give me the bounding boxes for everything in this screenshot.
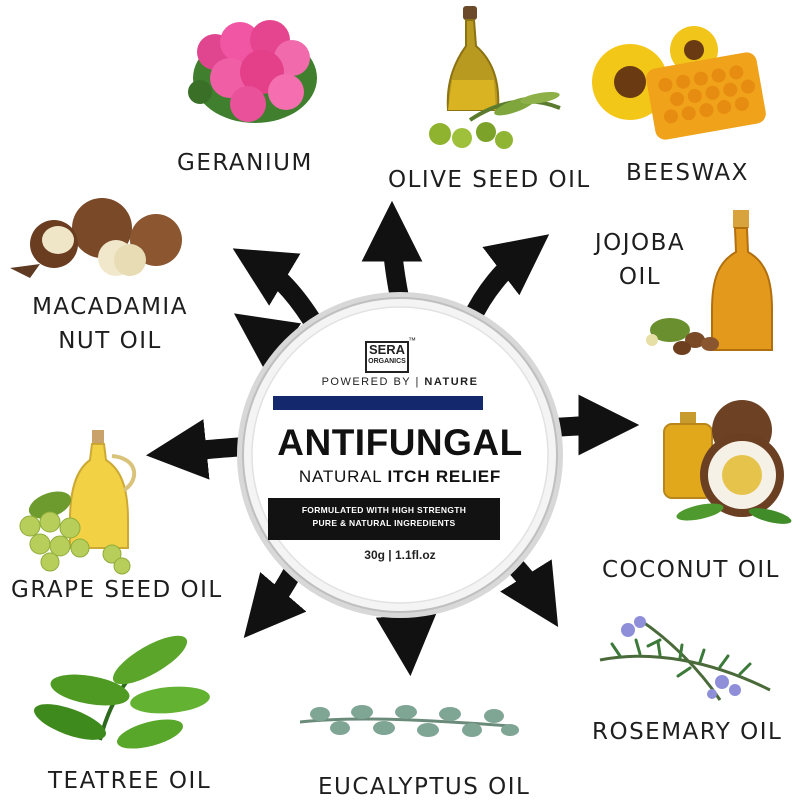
band-line-1: FORMULATED WITH HIGH STRENGTH (301, 505, 467, 515)
band-line-2: PURE & NATURAL INGREDIENTS (312, 518, 456, 528)
coconut-icon (663, 400, 792, 524)
label-macadamia-line2: NUT OIL (58, 328, 162, 354)
trademark-mark: ™ (408, 336, 416, 345)
olive-oil-bottle-icon (429, 6, 561, 149)
powered-by-separator: | (415, 376, 420, 388)
subtitle-natural: NATURAL (298, 467, 382, 486)
brand-name-top: SERA (368, 342, 406, 357)
honeycomb-sunflower-icon (592, 26, 766, 140)
label-beeswax: BEESWAX (626, 160, 749, 186)
label-jojoba-oil: JOJOBA OIL (590, 226, 690, 294)
label-rosemary-oil: ROSEMARY OIL (592, 719, 783, 745)
navy-stripe (273, 396, 483, 410)
label-geranium: GERANIUM (177, 150, 313, 176)
label-teatree-oil: TEATREE OIL (48, 768, 212, 794)
label-coconut-oil: COCONUT OIL (602, 557, 780, 583)
product-title: ANTIFUNGAL (277, 422, 523, 463)
ingredient-band (268, 498, 500, 540)
powered-by-text: POWERED BY (321, 376, 411, 388)
brand-logo: SERA ORGANICS (366, 342, 408, 368)
eucalyptus-branch-icon (299, 705, 519, 737)
product-size: 30g | 1.1fl.oz (364, 548, 436, 562)
label-macadamia-line1: MACADAMIA (32, 294, 188, 320)
label-grape-seed-oil: GRAPE SEED OIL (11, 577, 223, 603)
brand-name-bottom: ORGANICS (368, 358, 406, 365)
label-jojoba-line2: OIL (618, 264, 662, 290)
brand-box (365, 341, 409, 373)
grape-oil-bottle-icon (19, 430, 137, 575)
subtitle-itch-relief: ITCH RELIEF (387, 467, 502, 486)
nature-text: NATURE (424, 376, 479, 388)
jojoba-oil-bottle-icon (646, 210, 773, 355)
powered-by-line: POWERED BY | NATURE (290, 376, 510, 388)
label-eucalyptus-oil: EUCALYPTUS OIL (318, 774, 531, 800)
product-tin (237, 292, 563, 618)
label-macadamia-nut-oil: MACADAMIA NUT OIL (20, 290, 200, 358)
geranium-flower-icon (188, 20, 317, 123)
macadamia-nuts-icon (10, 198, 182, 278)
label-jojoba-line1: JOJOBA (594, 230, 686, 256)
label-olive-seed-oil: OLIVE SEED OIL (388, 167, 591, 193)
band-text: FORMULATED WITH HIGH STRENGTH PURE & NAT… (268, 504, 500, 530)
tea-leaves-icon (34, 635, 210, 749)
rosemary-sprig-icon (599, 616, 771, 701)
arrow-olive (361, 200, 423, 310)
product-subtitle: NATURAL ITCH RELIEF (250, 467, 550, 487)
